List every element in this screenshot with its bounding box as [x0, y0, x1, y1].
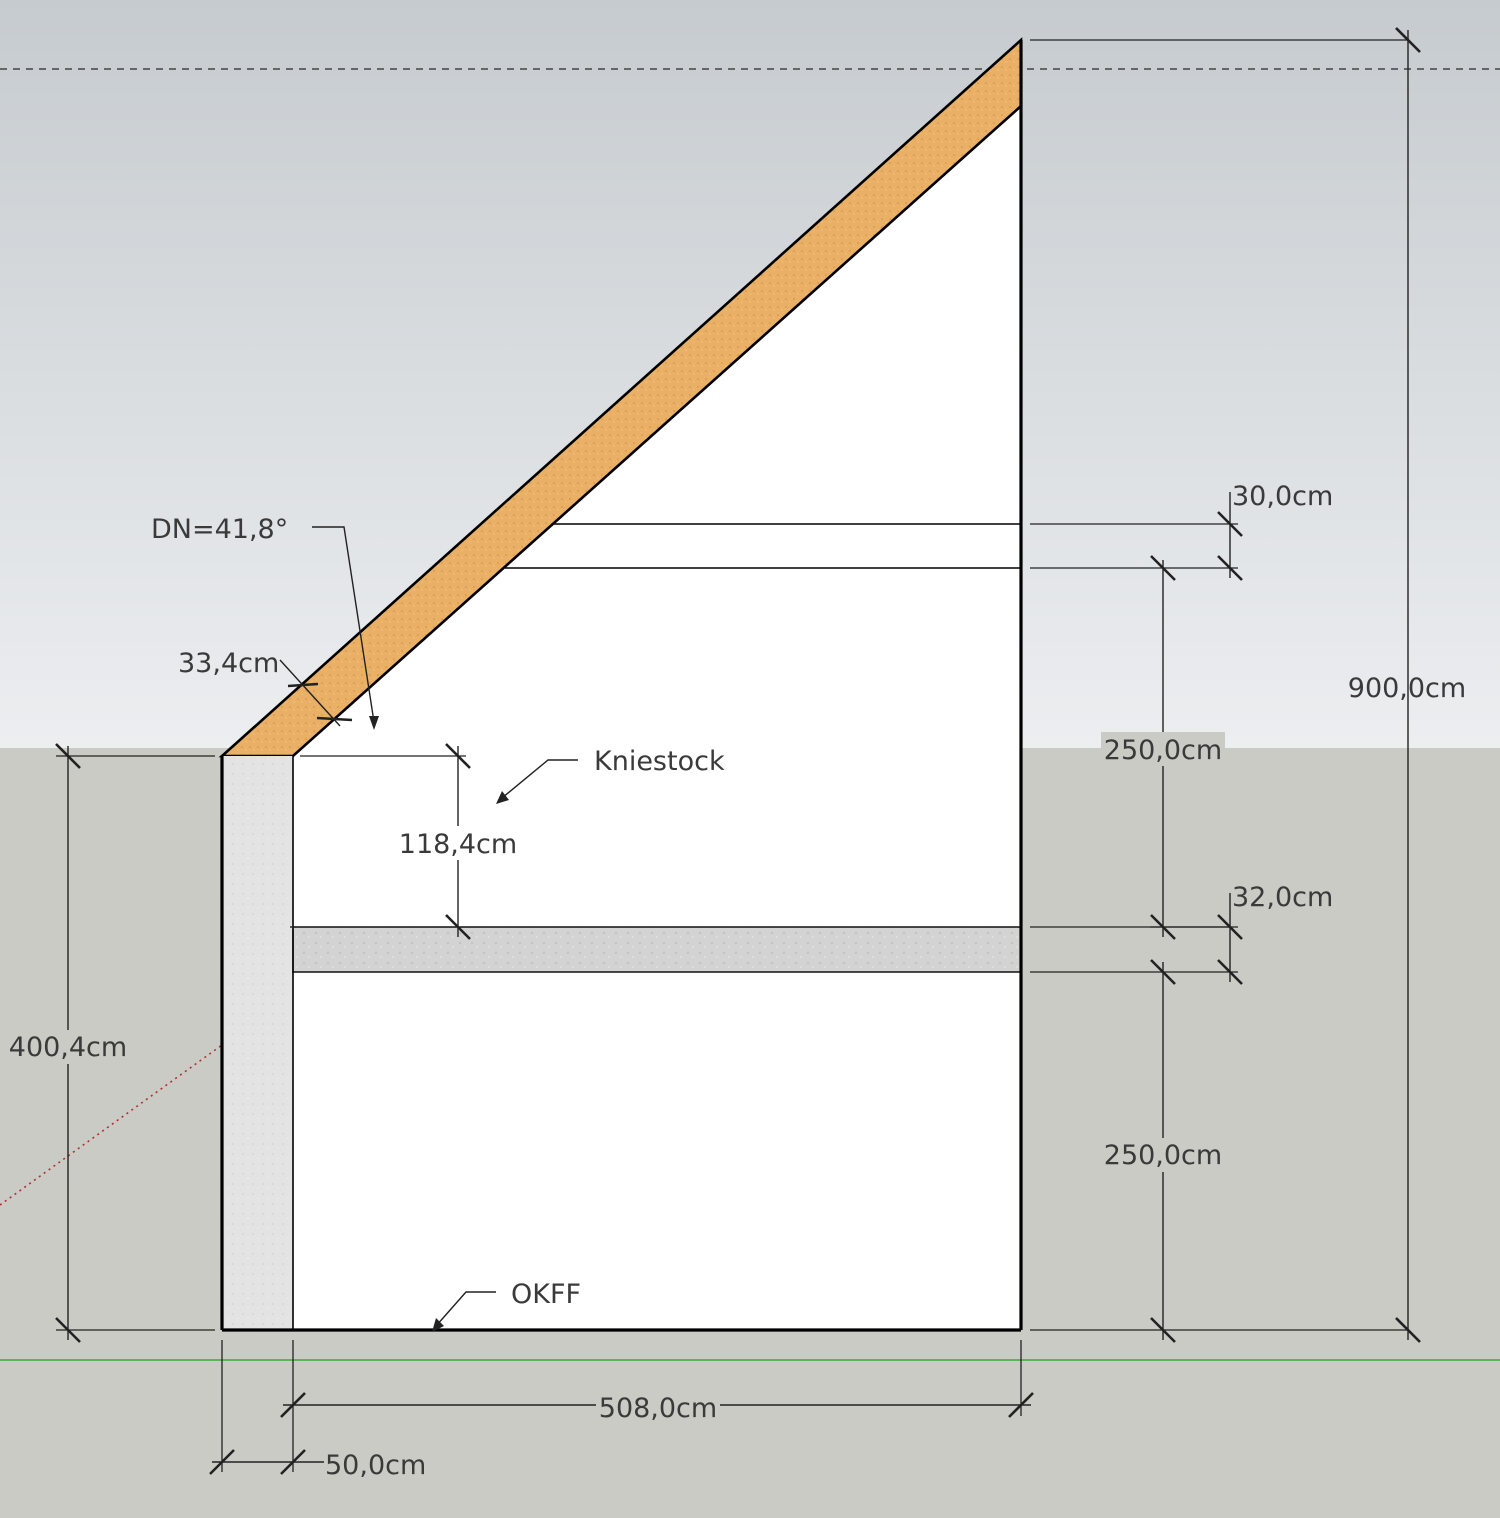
- label-slab: 32,0cm: [1232, 882, 1333, 913]
- label-upper-storey: 250,0cm: [1104, 735, 1222, 766]
- dim-width: 508,0cm: [221, 1340, 1034, 1472]
- dim-total-height: 900,0cm: [1030, 27, 1466, 1343]
- dim-knee-wall: 118,4cm: [290, 743, 520, 940]
- label-width: 508,0cm: [599, 1393, 717, 1424]
- dim-wall-height: 400,4cm: [6, 743, 215, 1343]
- dim-wall-thickness: 50,0cm: [209, 1449, 426, 1481]
- label-roof-pitch: DN=41,8°: [151, 514, 288, 545]
- exterior-wall: [222, 756, 293, 1330]
- label-rafter-depth: 33,4cm: [178, 648, 279, 679]
- label-total-height: 900,0cm: [1348, 673, 1466, 704]
- label-ridge-rafter: 30,0cm: [1232, 481, 1333, 512]
- dim-upper-storey: 250,0cm: [1101, 555, 1230, 940]
- label-kniestock: Kniestock: [594, 746, 725, 777]
- leader-kniestock: Kniestock: [496, 746, 725, 804]
- label-knee-wall-height: 118,4cm: [399, 829, 517, 860]
- label-okff: OKFF: [511, 1279, 581, 1310]
- dim-ridge-rafter: 30,0cm: [1030, 481, 1333, 581]
- red-axis-line: [0, 1044, 223, 1206]
- dim-lower-storey: 250,0cm: [1101, 959, 1225, 1343]
- leader-roof-pitch: DN=41,8°: [151, 514, 379, 730]
- interior-space: [293, 106, 1021, 1330]
- label-lower-storey: 250,0cm: [1104, 1140, 1222, 1171]
- label-wall-thickness: 50,0cm: [325, 1450, 426, 1481]
- label-wall-height: 400,4cm: [9, 1032, 127, 1063]
- floor-slab: [292, 926, 1022, 973]
- leader-okff: OKFF: [432, 1279, 581, 1332]
- dim-slab: 32,0cm: [1030, 882, 1333, 985]
- dim-rafter-depth: 33,4cm: [178, 648, 353, 727]
